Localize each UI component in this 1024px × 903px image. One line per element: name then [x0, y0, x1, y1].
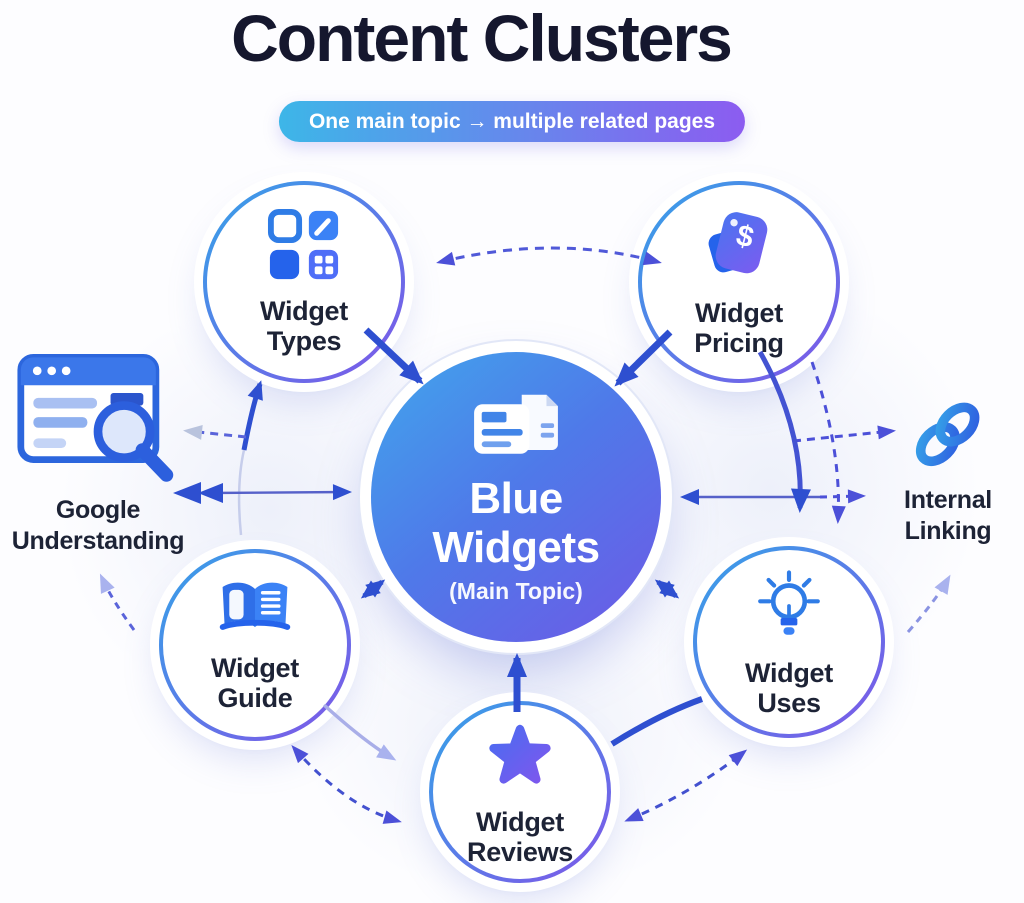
star-icon	[481, 717, 559, 798]
lightbulb-icon	[750, 566, 828, 649]
price-tag-icon: $	[700, 206, 778, 289]
arrow-types-pricing-dashed	[436, 246, 662, 266]
page-title: Content Clusters	[231, 1, 733, 75]
main-topic-subtitle: (Main Topic)	[449, 578, 583, 605]
open-book-icon	[215, 577, 295, 644]
browser-search-icon	[16, 353, 180, 494]
chain-link-icon	[902, 402, 994, 484]
document-pages-icon	[468, 389, 564, 474]
subtitle-badge: One main topic → multiple related pages	[278, 101, 746, 142]
widget-grid-icon	[267, 208, 341, 287]
